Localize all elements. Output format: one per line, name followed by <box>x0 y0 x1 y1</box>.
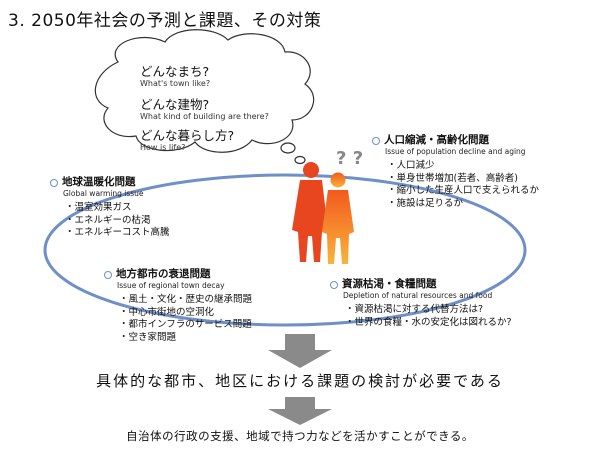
list-item: 温室効果ガス <box>65 202 170 215</box>
orbit-node-icon <box>330 280 338 289</box>
issue-orbit <box>43 173 527 327</box>
topic-warming-heading: 地球温暖化問題 <box>62 176 136 188</box>
topic-regional-list: 風土・文化・歴史の継承問題 中心市街地の空洞化 都市インフラのサービス問題 空き… <box>119 294 253 345</box>
orbit-node-icon <box>50 178 58 187</box>
people-figures-icon <box>292 162 354 264</box>
topic-regional: 地方都市の衰退問題 Issue of regional town decay 風… <box>104 268 252 344</box>
thought-dot-large <box>280 142 296 154</box>
question-marks: ? ? <box>336 148 364 169</box>
topic-warming-subtitle: Global warming issue <box>63 189 144 198</box>
conclusion-secondary: 自治体の行政の支援、地域で持つ力などを活かすことができる。 <box>126 429 474 443</box>
topic-population: 人口縮減・高齢化問題 Issue of population decline a… <box>372 134 539 210</box>
topic-resources: 資源枯渇・食糧問題 Depletion of natural resources… <box>330 278 512 329</box>
list-item: 世界の食糧・水の安定化は図れるか? <box>345 317 512 330</box>
topic-population-list: 人口減少 単身世帯増加(若者、高齢者) 縮小した生産人口で支えられるか 施設は足… <box>387 160 540 211</box>
topic-resources-heading: 資源枯渇・食糧問題 <box>342 278 437 290</box>
list-item: エネルギーの枯渇 <box>65 215 170 228</box>
list-item: 単身世帯増加(若者、高齢者) <box>387 173 539 186</box>
thought-dot-medium <box>294 155 306 165</box>
topic-resources-subtitle: Depletion of natural resources and food <box>343 291 493 300</box>
topic-population-subtitle: Issue of population decline and aging <box>385 147 526 156</box>
list-item: エネルギーコスト高騰 <box>65 227 170 240</box>
question-building-en: What kind of building are there? <box>140 112 269 121</box>
list-item: 風土・文化・歴史の継承問題 <box>119 294 253 307</box>
orbit-node-icon <box>104 270 112 279</box>
topic-warming-list: 温室効果ガス エネルギーの枯渇 エネルギーコスト高騰 <box>65 202 170 240</box>
question-building: どんな建物? What kind of building are there? <box>140 97 269 122</box>
arrow-down-1 <box>268 334 332 368</box>
list-item: 縮小した生産人口で支えられるか <box>387 185 540 198</box>
conclusion-primary: 具体的な都市、地区における課題の検討が必要である <box>96 372 504 390</box>
question-building-jp: どんな建物? <box>140 97 210 112</box>
question-life-en: How is life? <box>140 143 186 152</box>
list-item: 空き家問題 <box>119 332 252 345</box>
list-item: 都市インフラのサービス問題 <box>119 319 252 332</box>
question-town-en: What's town like? <box>140 79 211 88</box>
list-item: 人口減少 <box>387 160 539 173</box>
list-item: 資源枯渇に対する代替方法は? <box>345 304 512 317</box>
question-life-jp: どんな暮らし方? <box>140 128 235 143</box>
topic-population-heading: 人口縮減・高齢化問題 <box>384 134 489 146</box>
arrow-down-2 <box>268 397 332 425</box>
topic-regional-heading: 地方都市の衰退問題 <box>116 268 211 280</box>
list-item: 施設は足りるか <box>387 198 539 211</box>
question-town: どんなまち? What's town like? <box>140 64 210 89</box>
orbit-node-icon <box>372 136 380 145</box>
topic-warming: 地球温暖化問題 Global warming issue 温室効果ガス エネルギ… <box>50 176 170 240</box>
topic-regional-subtitle: Issue of regional town decay <box>117 281 225 290</box>
list-item: 中心市街地の空洞化 <box>119 307 252 320</box>
topic-resources-list: 資源枯渇に対する代替方法は? 世界の食糧・水の安定化は図れるか? <box>345 304 512 329</box>
page-title: 3. 2050年社会の予測と課題、その対策 <box>8 11 322 31</box>
question-town-jp: どんなまち? <box>140 64 210 79</box>
question-life: どんな暮らし方? How is life? <box>140 128 234 153</box>
